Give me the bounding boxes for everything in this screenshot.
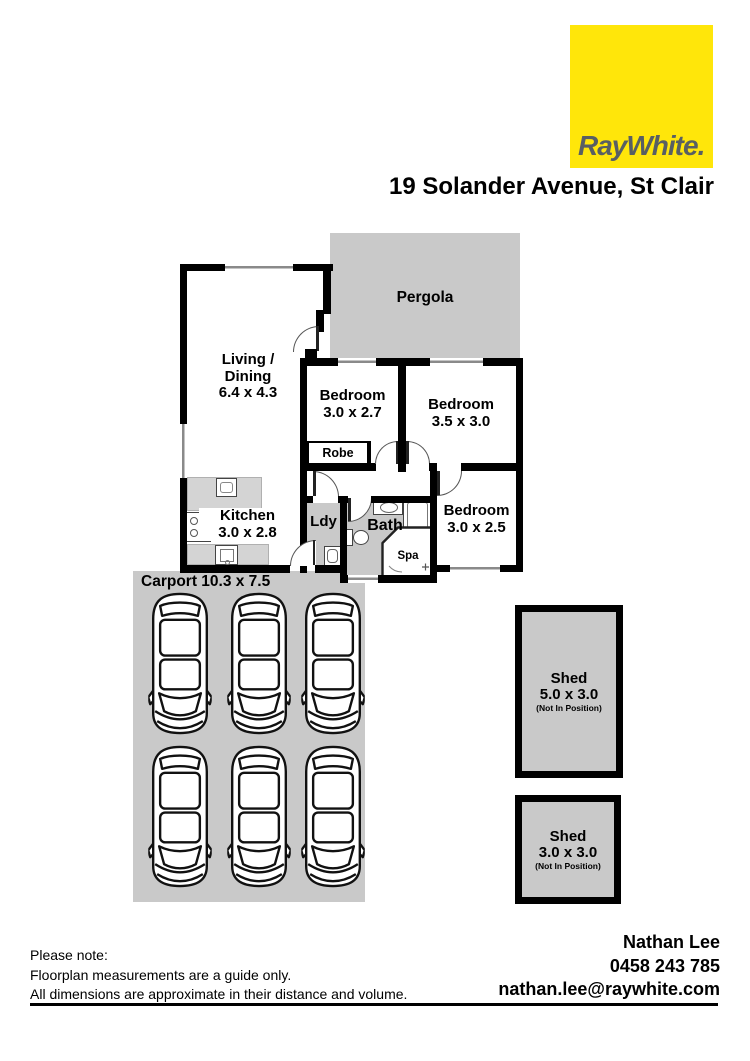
stove-burner xyxy=(190,517,198,525)
shed1-note: (Not In Position) xyxy=(536,702,602,713)
bedroom3-dims: 3.0 x 2.5 xyxy=(447,518,506,536)
agent-name: Nathan Lee xyxy=(622,932,720,952)
wall xyxy=(340,496,347,583)
door-leaf xyxy=(348,498,351,521)
laundry-tub xyxy=(324,546,341,566)
room-label-bath: Bath xyxy=(367,517,403,534)
laundry-tub-basin xyxy=(327,549,338,563)
stove-burner xyxy=(190,529,198,537)
room-label-spa: Spa xyxy=(397,550,419,562)
bedroom1-name: Bedroom xyxy=(319,387,386,404)
wall xyxy=(300,496,307,573)
wall xyxy=(180,565,290,573)
wall xyxy=(340,575,437,583)
car-icon xyxy=(148,592,212,735)
footer-rule xyxy=(30,1003,718,1006)
window xyxy=(225,264,293,271)
shed-1: Shed 5.0 x 3.0 (Not In Position) xyxy=(515,605,623,778)
living-dims: 6.4 x 4.3 xyxy=(218,384,278,401)
wall xyxy=(371,496,433,503)
door-arc xyxy=(437,471,462,496)
living-name2: Dining xyxy=(224,367,272,385)
bedroom3-name: Bedroom xyxy=(443,502,510,519)
door-leaf xyxy=(313,471,316,496)
wall xyxy=(300,358,307,503)
door-leaf xyxy=(316,326,319,351)
car-icon xyxy=(227,745,291,888)
kitchen-sink xyxy=(215,545,238,565)
shed2-dims: 3.0 x 3.0 xyxy=(538,843,598,861)
agent-phone: 0458 243 785 xyxy=(609,955,720,976)
door-arc xyxy=(407,441,430,464)
room-label-laundry: Ldy xyxy=(310,513,337,530)
bedroom2-name: Bedroom xyxy=(428,396,494,413)
wall xyxy=(180,264,225,271)
window xyxy=(430,358,483,366)
door-leaf xyxy=(395,441,398,464)
wall xyxy=(461,463,523,471)
disclaimer-line1: Floorplan measurements are a guide only. xyxy=(30,966,292,983)
shed1-dims: 5.0 x 3.0 xyxy=(539,685,599,703)
raywhite-logo-text: RayWhite. xyxy=(578,130,705,161)
raywhite-logo: RayWhite. xyxy=(570,25,713,168)
wall xyxy=(430,463,437,583)
window xyxy=(348,575,378,583)
shed2-note: (Not In Position) xyxy=(535,860,601,871)
robe xyxy=(305,441,371,463)
door-leaf xyxy=(437,471,440,495)
window xyxy=(180,424,187,478)
kitchen-appliance xyxy=(216,478,237,497)
agent-info: Nathan Lee 0458 243 785 nathan.lee@raywh… xyxy=(498,931,720,1002)
room-label-bedroom3: Bedroom 3.0 x 2.5 xyxy=(437,502,516,536)
page-title: 19 Solander Avenue, St Clair xyxy=(389,173,714,200)
wall xyxy=(300,358,523,366)
room-pergola xyxy=(330,233,520,363)
room-label-carport: Carport 10.3 x 7.5 xyxy=(141,573,271,590)
wall xyxy=(398,358,406,472)
room-label-kitchen: Kitchen 3.0 x 2.8 xyxy=(199,507,296,541)
disclaimer-line2: All dimensions are approximate in their … xyxy=(30,986,408,1002)
agent-email: nathan.lee@raywhite.com xyxy=(498,979,720,999)
kitchen-sink-tap xyxy=(225,560,230,565)
living-name: Living / xyxy=(221,351,275,368)
kitchen-appliance-basin xyxy=(220,482,233,493)
window xyxy=(450,565,500,572)
window xyxy=(338,358,376,366)
room-label-robe: Robe xyxy=(322,446,354,460)
wall xyxy=(315,565,347,573)
floorplan: Robe Pergola xyxy=(133,233,623,904)
wall xyxy=(180,264,187,424)
room-label-pergola: Pergola xyxy=(396,289,454,306)
door-arc xyxy=(313,471,339,497)
wall xyxy=(316,310,324,332)
door-leaf xyxy=(406,441,409,464)
disclaimer-note: Please note: Floorplan measurements are … xyxy=(30,946,407,1005)
door-leaf xyxy=(312,540,315,565)
room-label-bedroom2: Bedroom 3.5 x 3.0 xyxy=(406,396,516,430)
toilet-bowl xyxy=(353,530,369,545)
bedroom1-dims: 3.0 x 2.7 xyxy=(323,403,382,421)
wall xyxy=(323,264,331,314)
car-icon xyxy=(227,592,291,735)
kitchen-dims: 3.0 x 2.8 xyxy=(218,523,277,541)
bath-vanity-basin xyxy=(380,501,398,513)
shed-2: Shed 3.0 x 3.0 (Not In Position) xyxy=(515,795,621,904)
car-icon xyxy=(301,592,365,735)
wall xyxy=(293,264,333,271)
room-label-living: Living / Dining 6.4 x 4.3 xyxy=(185,351,311,402)
kitchen-name: Kitchen xyxy=(219,507,275,524)
shed1-name: Shed xyxy=(550,669,588,687)
car-icon xyxy=(148,745,212,888)
room-label-bedroom1: Bedroom 3.0 x 2.7 xyxy=(307,387,398,421)
shed2-name: Shed xyxy=(549,827,587,845)
bedroom2-dims: 3.5 x 3.0 xyxy=(431,412,491,430)
disclaimer-title: Please note: xyxy=(30,947,108,963)
wall xyxy=(180,478,187,573)
wall xyxy=(300,463,376,471)
car-icon xyxy=(301,745,365,888)
